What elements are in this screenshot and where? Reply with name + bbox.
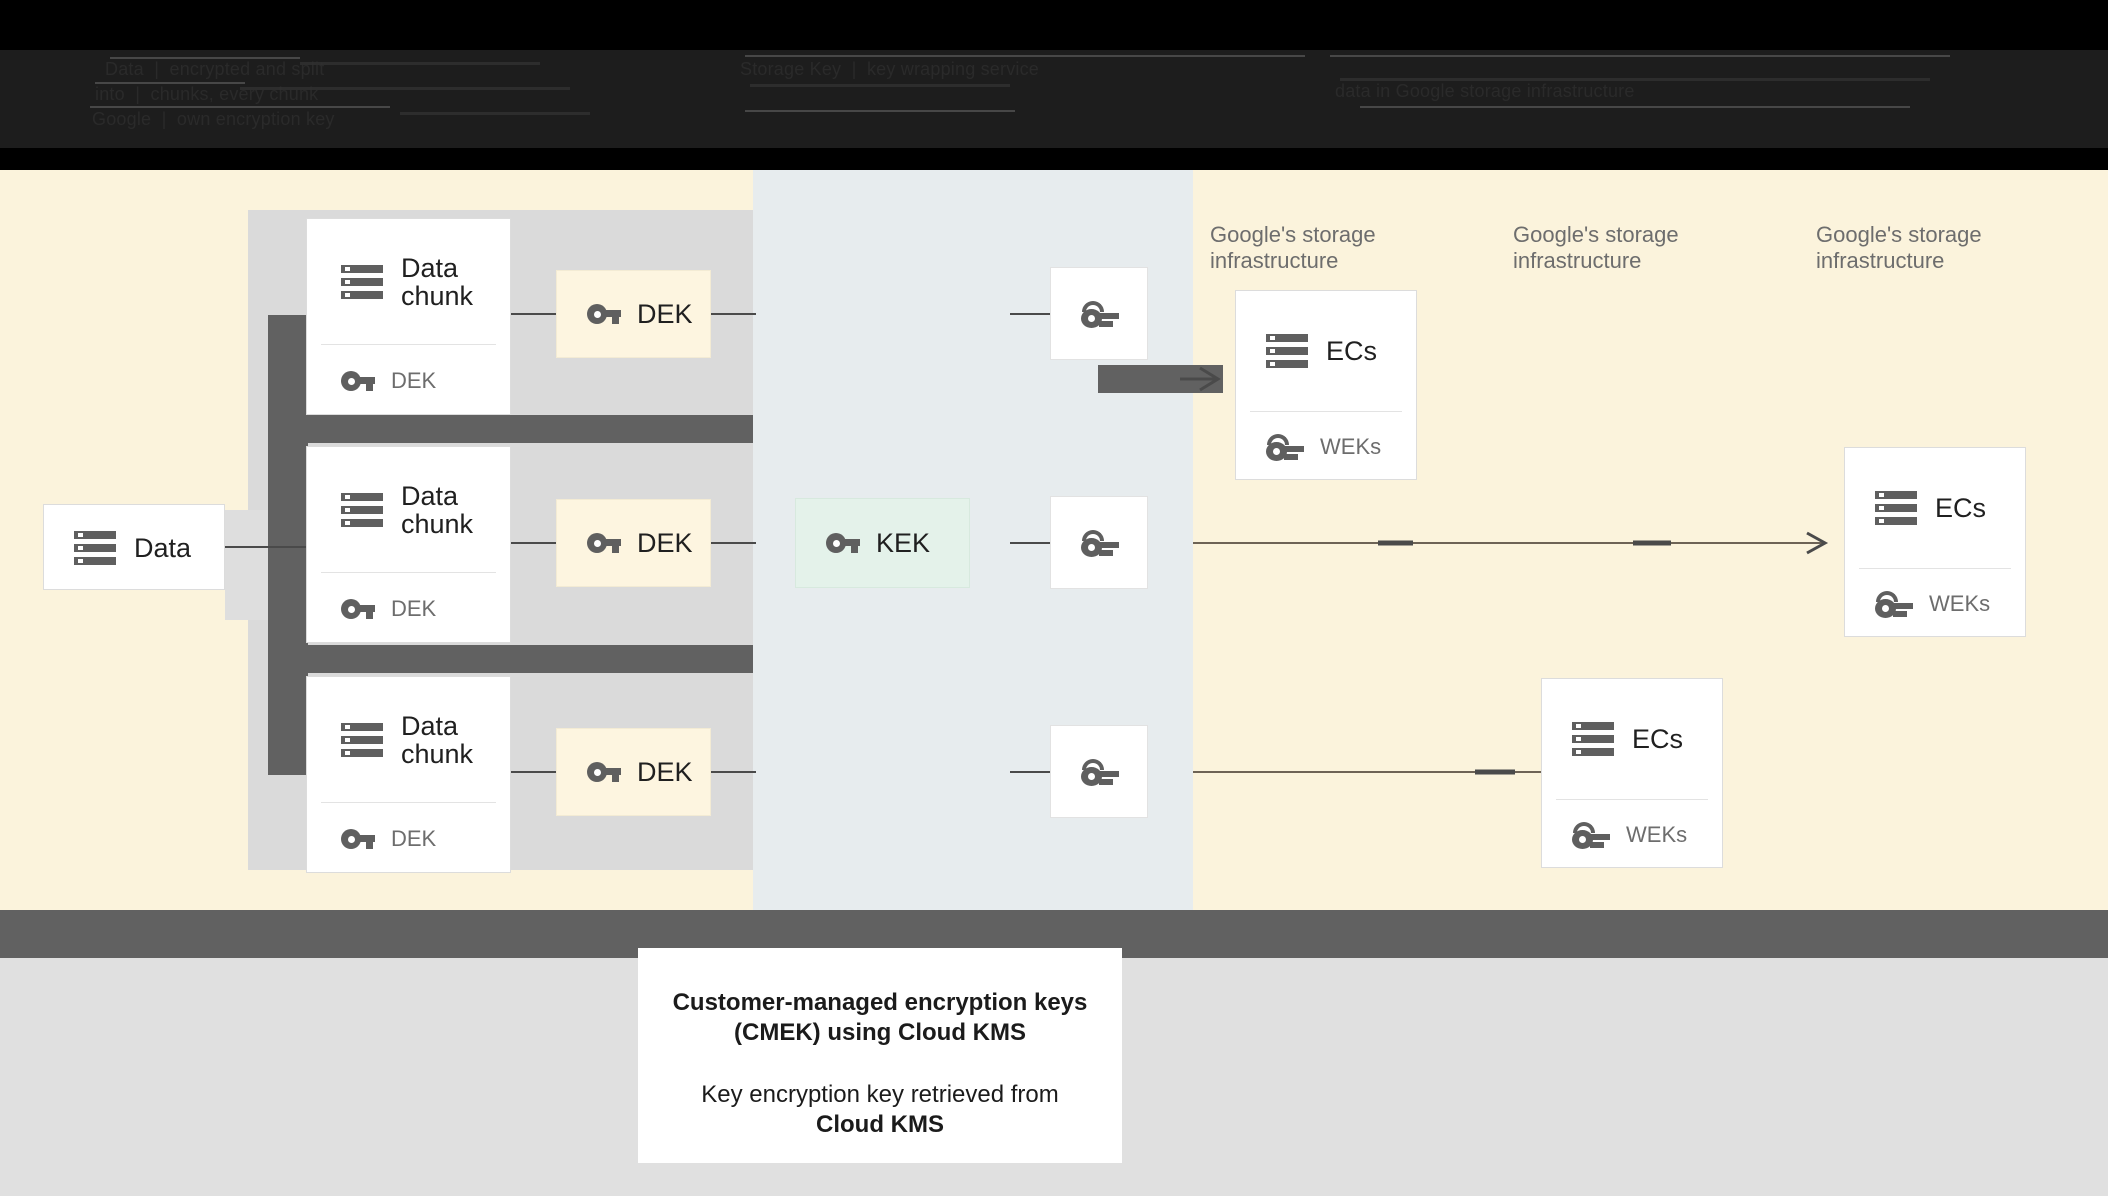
header-text-line-5: data in Google storage infrastructure (1335, 81, 1635, 101)
encryption-flow-diagram: Data Data chunk DEK Data chunk (0, 170, 2108, 910)
key-icon (587, 532, 621, 554)
card-divider (321, 802, 496, 803)
ecs-card-key-label: WEKs (1626, 821, 1688, 847)
header-smudge (95, 82, 245, 84)
dek-box-label: DEK (637, 527, 693, 558)
server-icon (341, 722, 383, 757)
dek-box[interactable]: DEK (556, 499, 711, 587)
dek-to-kms-connector (711, 542, 756, 544)
dek-box[interactable]: DEK (556, 728, 711, 816)
key-icon (341, 598, 375, 620)
server-icon (1572, 722, 1614, 756)
header-smudge (90, 106, 390, 108)
dek-box[interactable]: DEK (556, 270, 711, 358)
card-divider (1556, 799, 1708, 800)
storage-infrastructure-label: Google's storage infrastructure (1513, 222, 1679, 273)
header-text-line-3: Google | own encryption key (92, 109, 335, 129)
obscured-header-band: Data | encrypted and split into | chunks… (0, 0, 2108, 170)
key-icon (341, 370, 375, 392)
arrowhead-to-ecs-1 (1180, 366, 1221, 392)
header-smudge (400, 112, 590, 115)
wrapped-key-icon (1875, 590, 1913, 618)
ecs-card-key-label: WEKs (1320, 433, 1382, 459)
storage-infrastructure-label: Google's storage infrastructure (1816, 222, 1982, 273)
ecs-card[interactable]: ECs WEKs (1541, 678, 1723, 868)
server-icon (341, 264, 383, 299)
chunk-to-dek-connector (511, 313, 556, 315)
ecs-card-title: ECs (1326, 335, 1378, 366)
kek-box[interactable]: KEK (795, 498, 970, 588)
card-divider (1859, 568, 2011, 569)
wrapped-key-box[interactable] (1050, 267, 1148, 360)
storage-infrastructure-label: Google's storage infrastructure (1210, 222, 1376, 273)
header-text-line-1: Data | encrypted and split (105, 59, 325, 79)
data-card-label: Data (134, 532, 192, 563)
header-smudge (745, 110, 1015, 112)
wrapped-key-icon (1266, 433, 1304, 461)
data-chunk-card[interactable]: Data chunk DEK (306, 676, 511, 873)
header-smudge (240, 87, 570, 90)
kek-box-label: KEK (876, 527, 931, 558)
server-icon (74, 531, 116, 565)
ecs-card-title: ECs (1632, 723, 1684, 754)
card-divider (1250, 411, 1402, 412)
ecs-card-title: ECs (1935, 492, 1987, 523)
chunk-to-dek-connector (511, 542, 556, 544)
header-smudge (1340, 78, 1930, 81)
chunk-to-dek-connector (511, 771, 556, 773)
dek-to-kms-connector (711, 313, 756, 315)
ecs-card[interactable]: ECs WEKs (1844, 447, 2026, 637)
wrapped-key-box[interactable] (1050, 496, 1148, 589)
card-divider (321, 344, 496, 345)
ecs-card[interactable]: ECs WEKs (1235, 290, 1417, 480)
data-chunk-title: Data chunk (401, 252, 474, 311)
header-smudge (110, 57, 300, 59)
header-smudge (300, 62, 540, 65)
fanout-branch-mid (268, 645, 753, 673)
key-icon (826, 532, 860, 554)
dek-box-label: DEK (637, 298, 693, 329)
arrow-to-ecs-2 (1193, 531, 1829, 555)
data-chunk-title: Data chunk (401, 480, 474, 539)
server-icon (1266, 334, 1308, 368)
data-chunk-card[interactable]: Data chunk DEK (306, 218, 511, 415)
card-divider (321, 572, 496, 573)
key-icon (587, 303, 621, 325)
wrapped-key-icon (1081, 758, 1119, 786)
data-card[interactable]: Data (43, 504, 225, 590)
kek-to-wrapped-connector (1010, 771, 1058, 773)
server-icon (1875, 491, 1917, 525)
caption-card: Customer-managed encryption keys (CMEK) … (638, 948, 1122, 1163)
caption-title-line-2: (CMEK) using Cloud KMS (734, 1019, 1026, 1046)
data-chunk-key-label: DEK (391, 367, 437, 393)
header-smudge (1360, 106, 1910, 108)
wrapped-key-icon (1081, 529, 1119, 557)
caption-title-line-1: Customer-managed encryption keys (672, 989, 1088, 1016)
obscured-header-text-area: Data | encrypted and split into | chunks… (0, 50, 2108, 148)
server-icon (341, 492, 383, 527)
wrapped-key-icon (1081, 300, 1119, 328)
key-icon (341, 828, 375, 850)
header-smudge (750, 84, 1010, 87)
header-smudge (1330, 55, 1950, 57)
data-chunk-card[interactable]: Data chunk DEK (306, 446, 511, 643)
data-chunk-key-label: DEK (391, 825, 437, 851)
header-text-line-4: Storage Key | key wrapping service (740, 59, 1040, 79)
key-icon (587, 761, 621, 783)
header-smudge (745, 55, 1305, 57)
data-to-fanout-connector (225, 546, 310, 548)
caption-body-line-2: Cloud KMS (816, 1111, 944, 1138)
dek-to-kms-connector (711, 771, 756, 773)
fanout-branch-top (268, 415, 753, 443)
caption-body-line-1: Key encryption key retrieved from (701, 1081, 1059, 1108)
wrapped-key-icon (1572, 821, 1610, 849)
kek-to-wrapped-connector (1010, 313, 1058, 315)
wrapped-key-box[interactable] (1050, 725, 1148, 818)
dek-box-label: DEK (637, 756, 693, 787)
kek-to-wrapped-connector (1010, 542, 1058, 544)
fanout-spine (268, 315, 308, 775)
ecs-card-key-label: WEKs (1929, 590, 1991, 616)
data-chunk-key-label: DEK (391, 595, 437, 621)
data-chunk-title: Data chunk (401, 710, 474, 769)
